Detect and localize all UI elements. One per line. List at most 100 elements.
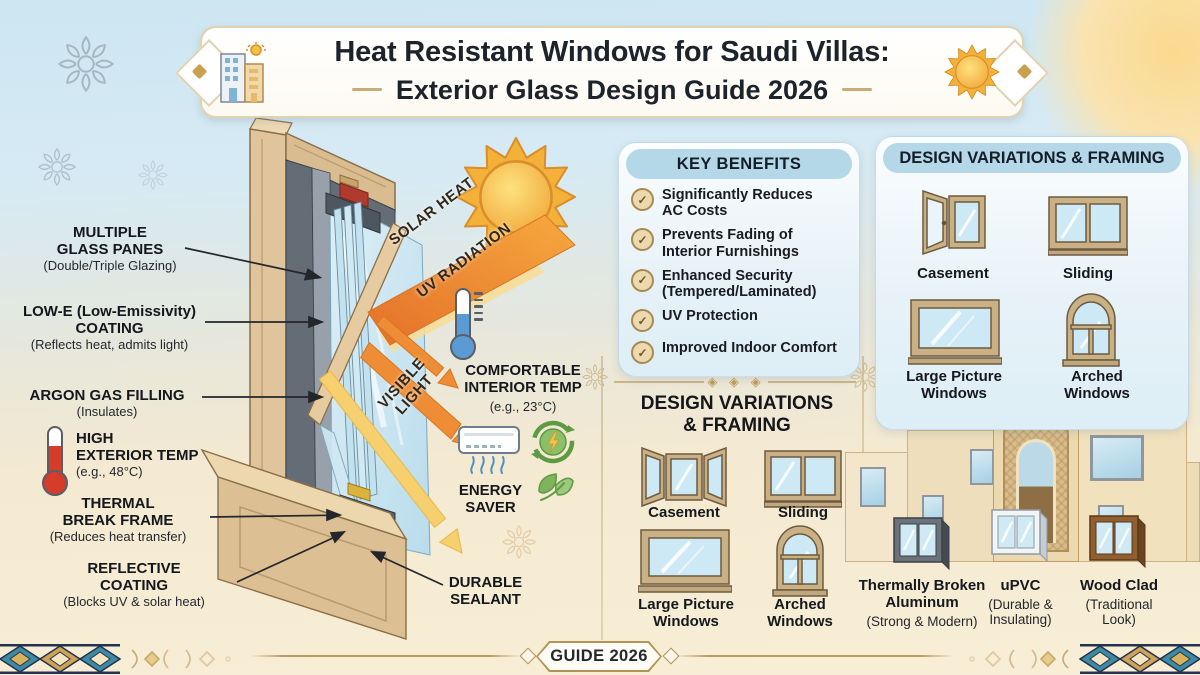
window-caption: Sliding (778, 504, 828, 521)
title-banner: Heat Resistant Windows for Saudi Villas:… (191, 26, 1033, 118)
horizontal-divider (768, 381, 856, 383)
key-benefits-heading-text: KEY BENEFITS (676, 154, 802, 173)
check-icon (631, 341, 654, 365)
list-item: Significantly Reduces AC Costs (631, 187, 851, 219)
comfortable-interior-temp-label: COMFORTABLE INTERIOR TEMP (e.g., 23°C) (443, 362, 603, 414)
label-durable-sealant: DURABLE SEALANT (438, 574, 533, 608)
benefit-text: Enhanced Security (Tempered/Laminated) (662, 267, 817, 301)
leaf-icon (538, 473, 574, 501)
benefit-text: UV Protection (662, 308, 758, 325)
thermometer-hot-icon (42, 426, 68, 498)
label-title: DURABLE SEALANT (448, 574, 523, 609)
diamond-icon (662, 647, 680, 665)
list-item: Enhanced Security (Tempered/Laminated) (631, 268, 851, 300)
check-icon (631, 268, 654, 292)
benefit-text: Improved Indoor Comfort (662, 340, 837, 357)
label-title: HIGH EXTERIOR TEMP (76, 430, 199, 465)
comfort-title: COMFORTABLE INTERIOR TEMP (464, 362, 582, 397)
design-variations-right-panel: DESIGN VARIATIONS & FRAMING (875, 136, 1189, 430)
label-title: REFLECTIVE COATING (87, 560, 181, 595)
material-label-wood: Wood Clad (Traditional Look) (1063, 577, 1175, 627)
energy-cycle-icon (531, 420, 575, 464)
material-name: uPVC (1000, 577, 1041, 594)
material-label-aluminum: Thermally Broken Aluminum (Strong & Mode… (850, 577, 994, 629)
page-title-line2: Exterior Glass Design Guide 2026 (202, 75, 1022, 106)
design-variations-right-heading: DESIGN VARIATIONS & FRAMING (883, 143, 1181, 173)
guide-badge: GUIDE 2026 (536, 641, 662, 672)
material-sub: (Traditional Look) (1085, 596, 1153, 627)
cool-air-waves-icon (470, 456, 505, 474)
lightning-icon (547, 431, 560, 454)
guide-badge-text: GUIDE 2026 (538, 643, 660, 670)
list-item: Improved Indoor Comfort (631, 340, 851, 365)
label-title: THERMAL BREAK FRAME (62, 495, 174, 530)
ac-unit-icon (458, 426, 520, 454)
wood-window-icon (1089, 515, 1146, 569)
benefit-text: Significantly Reduces AC Costs (662, 187, 813, 220)
label-multiple-glass-panes: MULTIPLE GLASS PANES (Double/Triple Glaz… (25, 224, 195, 274)
check-icon (631, 228, 654, 252)
window-caption: Large Picture Windows (638, 596, 734, 630)
footer-line (674, 655, 954, 657)
key-benefits-heading: KEY BENEFITS (626, 149, 852, 179)
sliding-window-icon (1048, 196, 1128, 256)
villa-building (907, 430, 1007, 562)
label-sub: (e.g., 48°C) (76, 464, 143, 480)
window-caption: Arched Windows (1064, 368, 1130, 402)
page-title-line1: Heat Resistant Windows for Saudi Villas: (334, 36, 890, 68)
casement-window-icon (641, 446, 727, 508)
horizontal-divider (614, 381, 704, 383)
thermometer-cold-icon (450, 288, 490, 362)
page-title-line2-text: Exterior Glass Design Guide 2026 (395, 75, 829, 105)
label-title: MULTIPLE GLASS PANES (56, 224, 164, 259)
window-caption: Casement (648, 504, 720, 521)
design-variations-mid-heading: DESIGN VARIATIONS & FRAMING (640, 393, 834, 437)
footer-line (250, 655, 522, 657)
key-benefits-list: Significantly Reduces AC Costs Prevents … (631, 187, 851, 365)
energy-saver-label: ENERGY SAVER (458, 482, 523, 517)
window-caption: Sliding (1063, 265, 1113, 282)
title-dash-decoration (351, 88, 382, 92)
label-sub: (Reflects heat, admits light) (30, 337, 189, 353)
aluminum-window-icon (893, 517, 950, 571)
list-item: Prevents Fading of Interior Furnishings (631, 227, 851, 260)
title-dash-decoration (842, 88, 873, 92)
material-name: Wood Clad (1079, 577, 1159, 594)
label-low-e-coating: LOW-E (Low-Emissivity) COATING (Reflects… (12, 303, 207, 353)
upvc-window-icon (991, 509, 1048, 563)
diamond-icon (519, 647, 537, 665)
label-sub: (Insulates) (76, 404, 138, 420)
label-sub: (Blocks UV & solar heat) (63, 594, 205, 610)
material-sub: (Strong & Modern) (866, 613, 978, 629)
comfort-sub: (e.g., 23°C) (489, 398, 557, 414)
design-variations-right-heading-text: DESIGN VARIATIONS & FRAMING (899, 148, 1165, 167)
picture-window-icon (638, 529, 732, 593)
label-title: LOW-E (Low-Emissivity) COATING (22, 303, 197, 338)
geometric-border-left (0, 644, 231, 674)
label-thermal-break-frame: THERMAL BREAK FRAME (Reduces heat transf… (32, 495, 204, 545)
sun-icon (455, 136, 577, 258)
rosette-icon (138, 160, 168, 190)
window-caption: Arched Windows (767, 596, 833, 630)
casement-window-icon (922, 190, 986, 256)
check-icon (631, 309, 654, 333)
list-item: UV Protection (631, 308, 851, 333)
vertical-divider (601, 356, 603, 640)
arched-window-icon (1062, 293, 1120, 367)
label-argon-gas-filling: ARGON GAS FILLING (Insulates) (12, 387, 202, 420)
arched-window-icon (772, 525, 828, 597)
label-title: ARGON GAS FILLING (29, 387, 185, 404)
material-name: Thermally Broken Aluminum (858, 577, 986, 611)
check-icon (631, 188, 654, 211)
label-sub: (Double/Triple Glazing) (43, 258, 177, 274)
material-label-upvc: uPVC (Durable & Insulating) (963, 577, 1078, 627)
sliding-window-icon (764, 450, 842, 508)
label-high-exterior-temp: HIGH EXTERIOR TEMP (e.g., 48°C) (76, 430, 211, 480)
label-sub: (Reduces heat transfer) (49, 529, 187, 545)
rosette-icon (502, 525, 536, 559)
rosette-icon (38, 148, 76, 186)
picture-window-icon (908, 299, 1002, 365)
key-benefits-panel: KEY BENEFITS Significantly Reduces AC Co… (618, 142, 860, 377)
window-caption: Casement (917, 265, 989, 282)
